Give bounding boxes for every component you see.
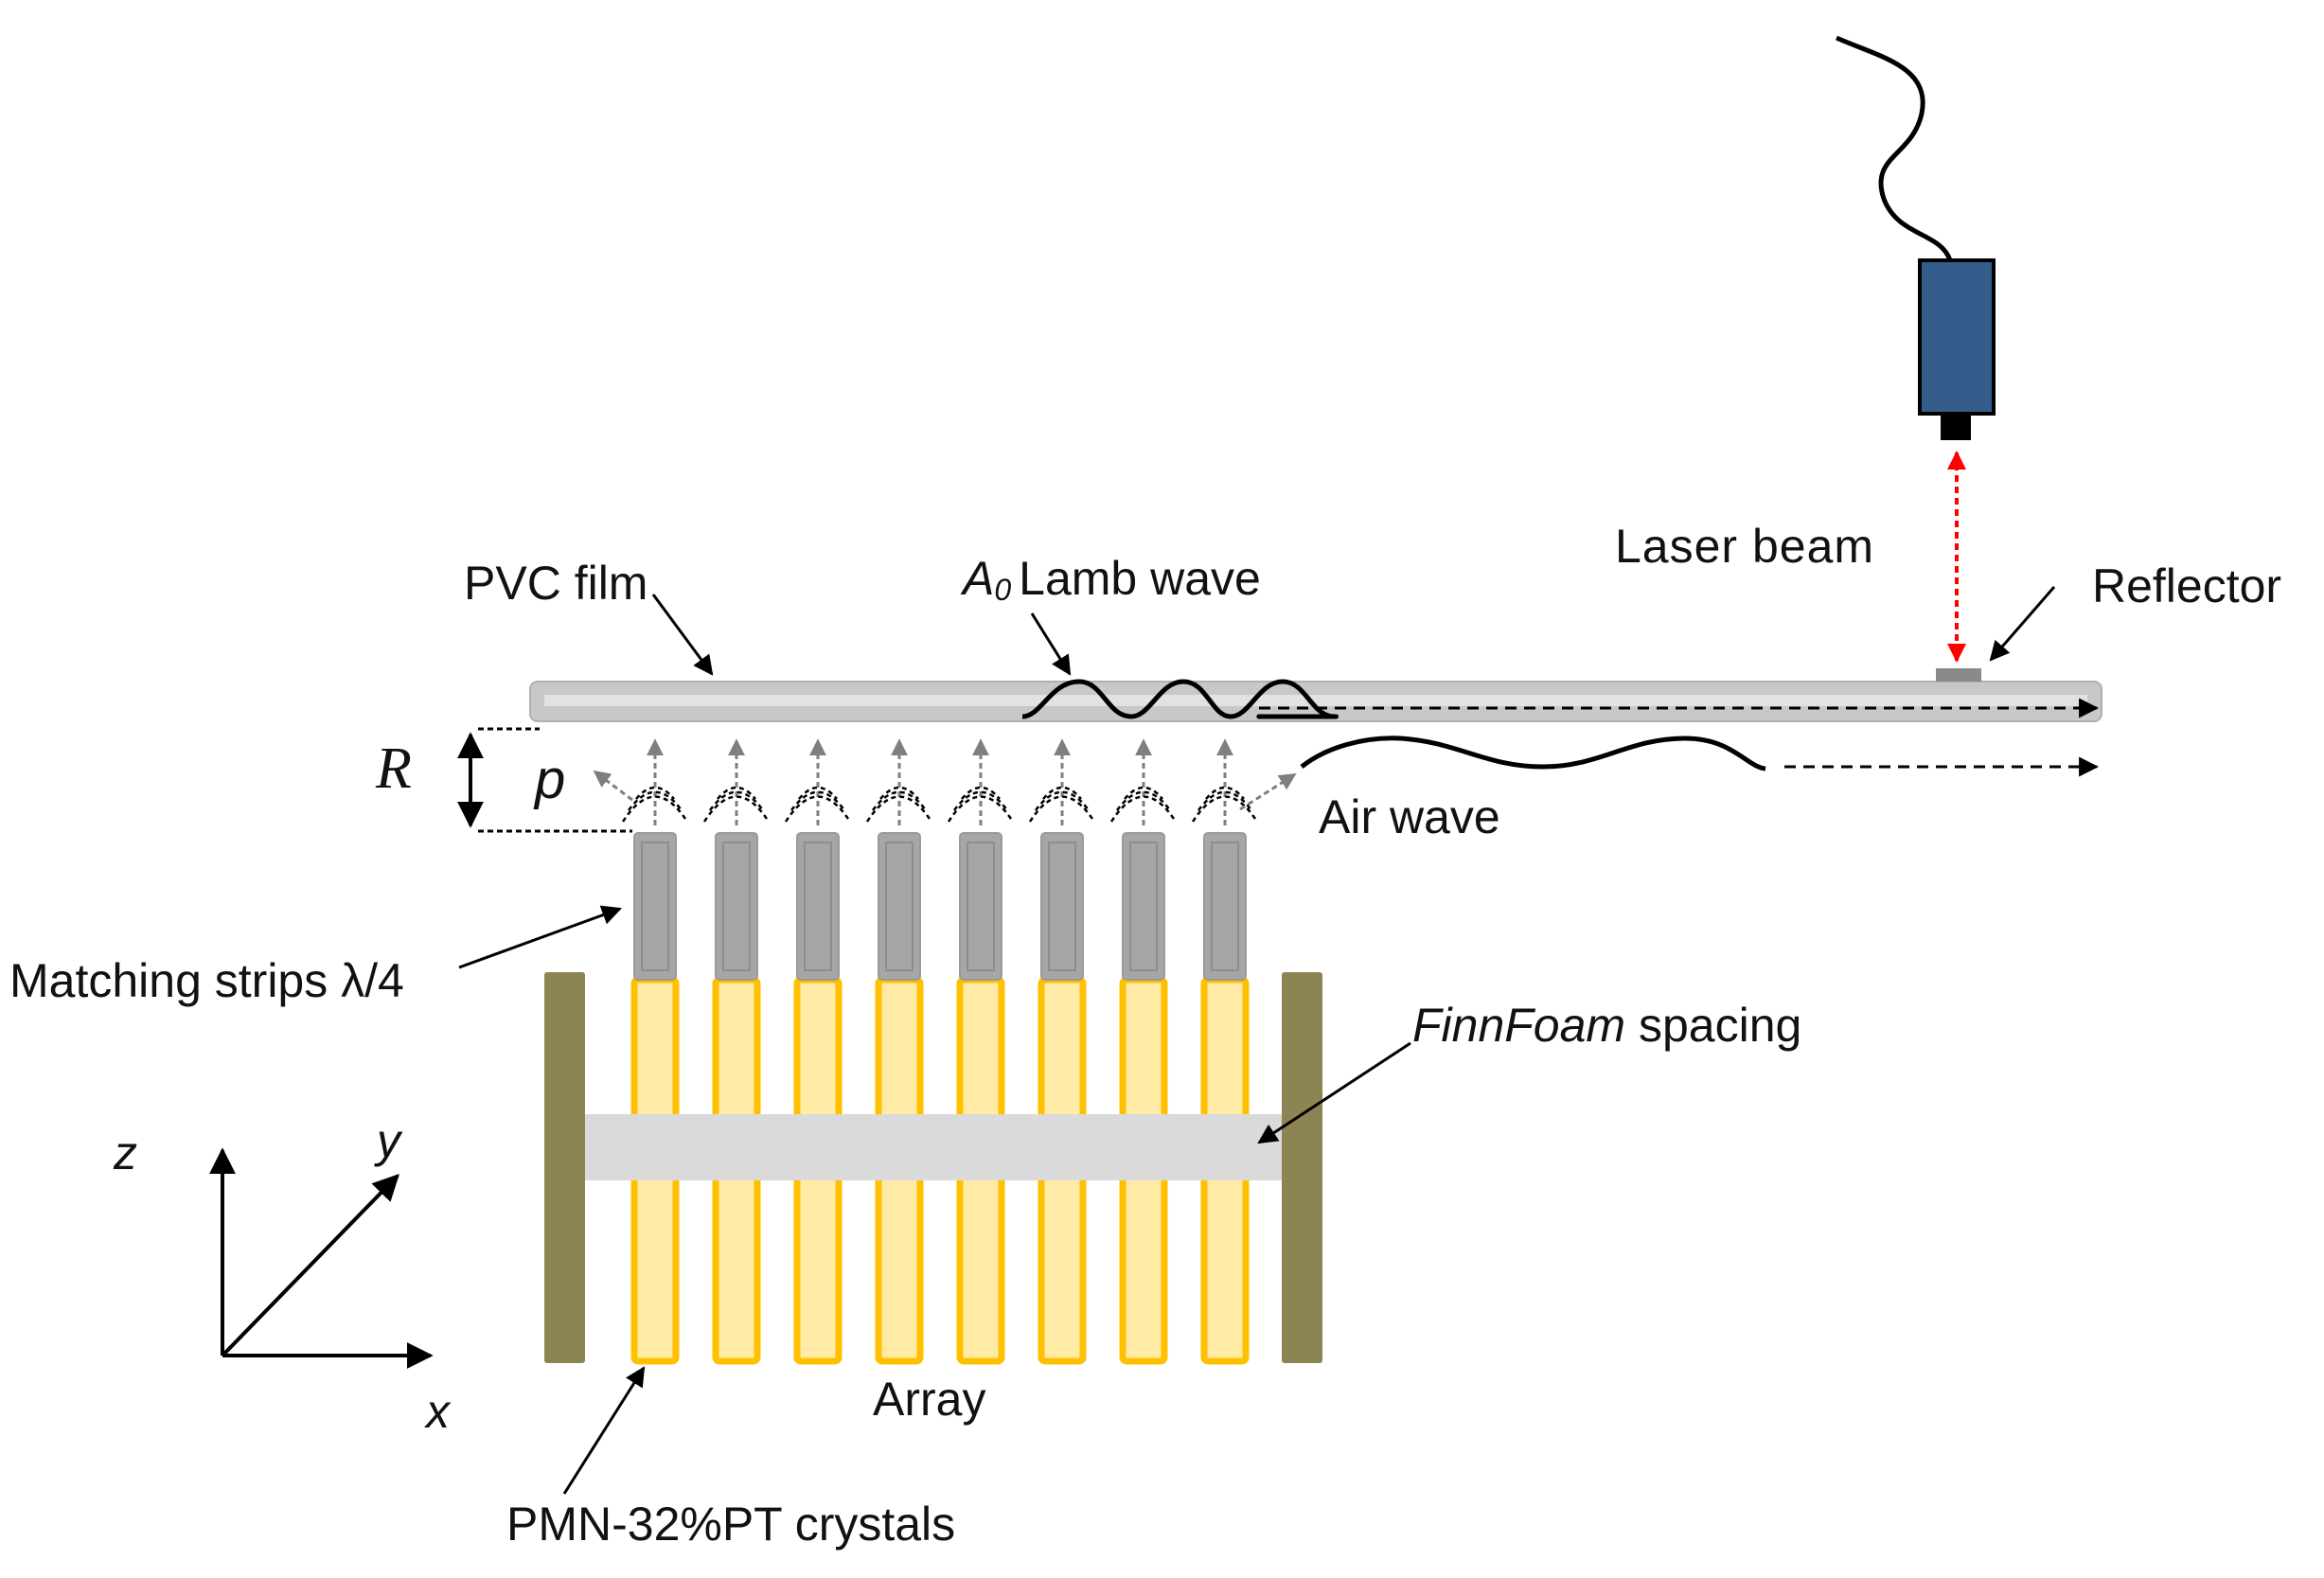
laser-cable bbox=[1835, 35, 1953, 261]
x-axis-label: x bbox=[424, 1385, 452, 1438]
a0-lamb-wave bbox=[1021, 679, 1339, 719]
matching-strip bbox=[1040, 832, 1084, 981]
matching-strips-leader bbox=[458, 905, 622, 969]
r-symbol: R bbox=[375, 736, 412, 801]
wavefront-arc bbox=[879, 786, 919, 800]
finnfoam-spacing-label: FinnFoam spacing bbox=[1412, 999, 1801, 1052]
matching-strip-inner bbox=[1211, 842, 1239, 971]
wavefront-arc bbox=[717, 786, 756, 800]
laser-lens bbox=[1941, 414, 1971, 440]
matching-strip-inner bbox=[967, 842, 995, 971]
matching-strip bbox=[633, 832, 677, 981]
finnfoam-spacer bbox=[585, 1114, 1282, 1180]
emission-waves bbox=[593, 738, 1297, 825]
reflector-label: Reflector bbox=[2092, 559, 2281, 612]
wavefront-arc bbox=[1028, 795, 1096, 823]
matching-strip bbox=[959, 832, 1002, 981]
a0-symbol: A bbox=[960, 552, 994, 605]
matching-strip bbox=[1122, 832, 1165, 981]
pvc-film-label: PVC film bbox=[464, 557, 648, 610]
matching-strip-inner bbox=[804, 842, 832, 971]
finnfoam-leader bbox=[1257, 1041, 1411, 1144]
pvc-film-leader bbox=[651, 594, 714, 676]
crystals-label: PMN-32%PT crystals bbox=[506, 1498, 955, 1551]
array-label: Array bbox=[873, 1373, 985, 1426]
laser-beam-label: Laser beam bbox=[1615, 520, 1874, 573]
wavefront-arc bbox=[1109, 795, 1178, 823]
a0-subscript: 0 bbox=[994, 573, 1011, 607]
air-wave bbox=[1300, 736, 1766, 771]
p-symbol: p bbox=[533, 749, 565, 810]
wavefront-arc bbox=[961, 786, 1001, 800]
matching-strip-inner bbox=[722, 842, 751, 971]
wavefront-arc bbox=[947, 795, 1015, 823]
matching-strip bbox=[796, 832, 840, 981]
crystals-leader bbox=[562, 1366, 646, 1495]
y-axis-label: y bbox=[374, 1114, 403, 1167]
wavefront-arc bbox=[1191, 795, 1259, 823]
wavefront-arc bbox=[865, 795, 933, 823]
right-frame bbox=[1282, 972, 1322, 1363]
side-ray-left bbox=[593, 770, 633, 802]
matching-strip-inner bbox=[641, 842, 669, 971]
pvc-film-highlight bbox=[544, 695, 2087, 706]
finnfoam-word: FinnFoam bbox=[1412, 999, 1625, 1052]
wavefront-arc bbox=[1205, 786, 1245, 800]
matching-strip-inner bbox=[1129, 842, 1158, 971]
wavefront-arc bbox=[784, 795, 852, 823]
matching-strip bbox=[715, 832, 758, 981]
matching-strips-label: Matching strips λ/4 bbox=[9, 954, 404, 1007]
matching-strip bbox=[878, 832, 921, 981]
z-axis-label: z bbox=[113, 1126, 137, 1179]
wavefront-arc bbox=[702, 795, 771, 823]
lamb-wave-text: Lamb wave bbox=[1019, 552, 1261, 605]
wavefront-arc bbox=[635, 786, 675, 800]
matching-strip-inner bbox=[1048, 842, 1076, 971]
reflector bbox=[1936, 668, 1981, 682]
left-frame bbox=[544, 972, 585, 1363]
spacing-word: spacing bbox=[1625, 999, 1801, 1052]
wavefront-arc bbox=[798, 786, 838, 800]
wavefront-arc bbox=[621, 795, 689, 823]
transducer-array bbox=[544, 832, 1322, 1365]
laser-head bbox=[1918, 258, 1996, 416]
y-axis-arrow bbox=[221, 1173, 399, 1357]
wavefront-arc bbox=[1124, 786, 1163, 800]
matching-strip-inner bbox=[885, 842, 914, 971]
matching-strip bbox=[1203, 832, 1247, 981]
reflector-leader bbox=[1989, 586, 2056, 662]
side-ray-right bbox=[1239, 772, 1297, 811]
lamb-wave-leader bbox=[1030, 612, 1072, 676]
wavefront-arc bbox=[1042, 786, 1082, 800]
air-wave-label: Air wave bbox=[1319, 790, 1500, 843]
